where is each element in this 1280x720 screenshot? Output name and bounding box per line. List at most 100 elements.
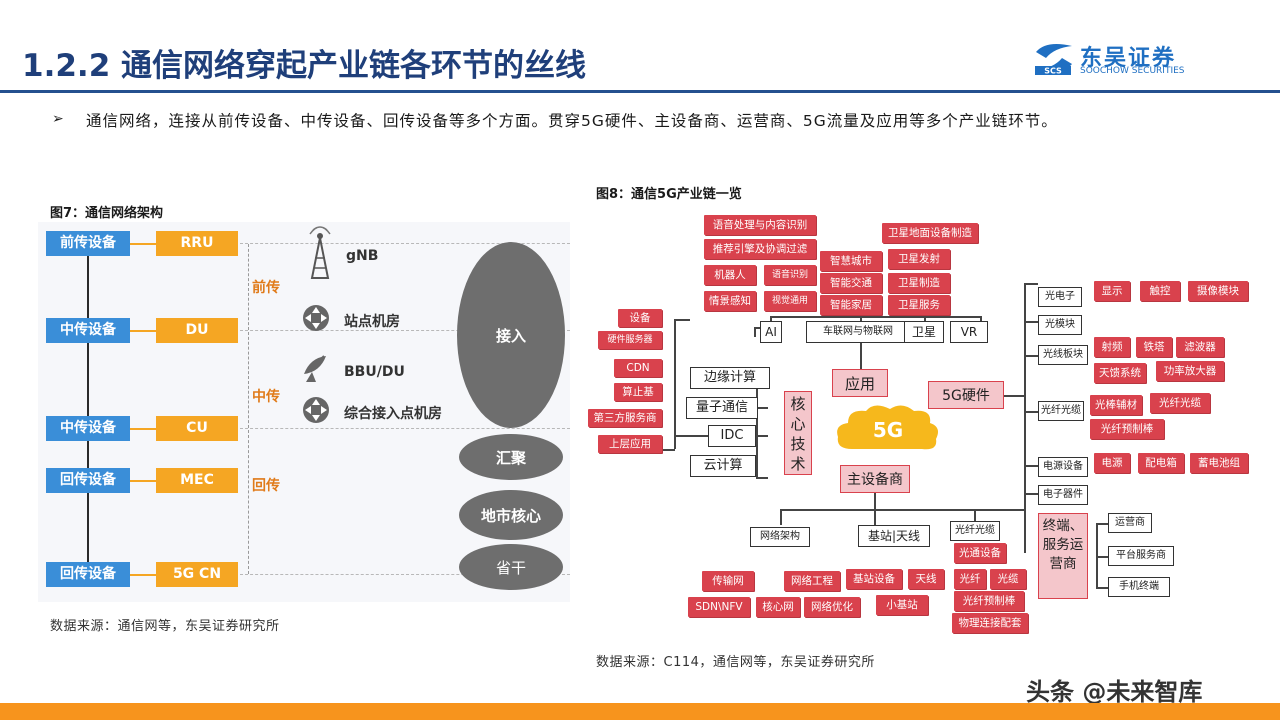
sat-manufacturing: 卫星制造 bbox=[888, 273, 950, 293]
equip-physical-connection: 物理连接配套 bbox=[952, 613, 1028, 633]
app-vr: VR bbox=[950, 321, 988, 343]
connector-line bbox=[1024, 283, 1026, 553]
device-connector bbox=[130, 243, 156, 245]
watermark: 头条 @未来智库 bbox=[1026, 678, 1203, 706]
network-layer-access: 接入 bbox=[457, 242, 565, 428]
edge-device: 设备 bbox=[618, 309, 662, 327]
connector-line bbox=[1024, 509, 1026, 523]
hw-antenna-feeder: 天馈系统 bbox=[1094, 363, 1146, 383]
figure7-source: 数据来源：通信网等，东吴证券研究所 bbox=[50, 619, 280, 634]
app-satellite: 卫星 bbox=[904, 321, 944, 343]
sat-ground-equipment: 卫星地面设备制造 bbox=[882, 223, 978, 243]
hw-preform-materials: 光棒辅材 bbox=[1090, 395, 1142, 415]
function-node: MEC bbox=[156, 468, 238, 493]
connector-line bbox=[1024, 283, 1038, 285]
device-connector bbox=[130, 428, 156, 430]
connector-line bbox=[780, 509, 1024, 511]
app-speech-recognition: 语音识别 bbox=[764, 265, 816, 285]
hw-filter: 滤波器 bbox=[1176, 337, 1224, 357]
tech-quantum-communication: 量子通信 bbox=[686, 397, 758, 419]
tech-edge-computing: 边缘计算 bbox=[690, 367, 770, 389]
connector-line bbox=[1096, 523, 1108, 525]
access-room-icon bbox=[303, 397, 329, 423]
equip-transport-network: 传输网 bbox=[702, 571, 754, 591]
antenna-tower-icon bbox=[309, 226, 331, 279]
hw-power-amplifier: 功率放大器 bbox=[1156, 361, 1224, 381]
equip-sdn-nfv: SDN\NFV bbox=[688, 597, 750, 617]
tech-idc: IDC bbox=[708, 425, 756, 447]
edge-server-hardware: 硬件服务器 bbox=[598, 331, 662, 349]
logo-subtitle: SOOCHOW SECURITIES bbox=[1080, 66, 1185, 76]
connector-line bbox=[756, 435, 768, 437]
hw-optical-board: 光线板块 bbox=[1038, 345, 1088, 365]
function-node: 5G CN bbox=[156, 562, 238, 587]
equip-network-optimization: 网络优化 bbox=[804, 597, 860, 617]
connector-line bbox=[874, 493, 876, 509]
connector-line bbox=[662, 449, 675, 451]
hw-display: 显示 bbox=[1094, 281, 1130, 301]
segment-bracket bbox=[248, 244, 249, 330]
connector-line bbox=[1096, 556, 1108, 558]
level-divider bbox=[240, 428, 570, 429]
connector-line bbox=[1002, 395, 1024, 397]
connector-line bbox=[756, 477, 768, 479]
5g-industry-chain-figure: 语音处理与内容识别 推荐引擎及协调过滤 机器人 语音识别 情景感知 视觉通用 智… bbox=[584, 203, 1256, 643]
segment-label-midhaul: 中传 bbox=[252, 389, 280, 405]
equip-base-station-antenna: 基站|天线 bbox=[858, 525, 930, 547]
sat-launch: 卫星发射 bbox=[888, 249, 950, 269]
hw-distribution-box: 配电箱 bbox=[1138, 453, 1184, 473]
5g-cloud-icon: 5G bbox=[837, 405, 938, 450]
connector-line bbox=[1024, 465, 1038, 467]
app-voice-processing: 语音处理与内容识别 bbox=[704, 215, 816, 235]
node-label-access-room: 综合接入点机房 bbox=[344, 406, 442, 422]
app-robot: 机器人 bbox=[704, 265, 756, 285]
equip-network-architecture: 网络架构 bbox=[750, 527, 810, 547]
device-node: 中传设备 bbox=[46, 416, 130, 441]
figure8-source: 数据来源：C114，通信网等，东吴证券研究所 bbox=[596, 655, 875, 670]
edge-third-party: 第三方服务商 bbox=[588, 409, 662, 427]
category-main-equipment: 主设备商 bbox=[840, 465, 910, 493]
device-connector bbox=[130, 330, 156, 332]
connector-line bbox=[754, 327, 756, 337]
hw-fiber-preform: 光纤预制棒 bbox=[1090, 419, 1164, 439]
connector-line bbox=[674, 319, 676, 449]
hw-fiber-optic: 光纤光缆 bbox=[1150, 393, 1210, 413]
equip-core-network: 核心网 bbox=[756, 597, 800, 617]
logo-badge-text: SCS bbox=[1044, 67, 1062, 76]
footer-bar bbox=[0, 703, 1280, 720]
edge-upper-application: 上层应用 bbox=[598, 435, 662, 453]
connector-line bbox=[860, 343, 862, 371]
equip-fiber-preform: 光纤预制棒 bbox=[954, 591, 1024, 611]
logo-icon: SCS bbox=[1035, 44, 1072, 76]
hw-electronic-components: 电子器件 bbox=[1038, 485, 1088, 505]
connector-line bbox=[780, 509, 782, 525]
segment-label-fronthaul: 前传 bbox=[252, 280, 280, 296]
term-platform-provider: 平台服务商 bbox=[1108, 546, 1174, 566]
category-core-technology: 核心技术 bbox=[784, 391, 812, 475]
app-iov-iot: 车联网与物联网 bbox=[806, 321, 910, 343]
network-layer-aggregation: 汇聚 bbox=[459, 434, 563, 480]
device-trunk-line bbox=[87, 240, 89, 574]
device-node: 回传设备 bbox=[46, 468, 130, 493]
sat-service: 卫星服务 bbox=[888, 295, 950, 315]
device-node: 中传设备 bbox=[46, 318, 130, 343]
company-logo: SCS 东吴证券 SOOCHOW SECURITIES bbox=[1032, 40, 1232, 80]
hw-optoelectronics: 光电子 bbox=[1038, 287, 1082, 307]
hw-fiber-cable: 光纤光缆 bbox=[1038, 401, 1084, 421]
node-label-site-room: 站点机房 bbox=[344, 314, 400, 330]
connector-line bbox=[674, 319, 690, 321]
center-label: 5G bbox=[873, 418, 903, 442]
edge-foundation: 算止基 bbox=[614, 383, 662, 401]
level-divider bbox=[240, 243, 570, 244]
connector-line bbox=[974, 509, 976, 525]
app-recommendation-engine: 推荐引擎及协调过滤 bbox=[704, 239, 816, 259]
level-divider bbox=[240, 574, 570, 575]
device-connector bbox=[130, 480, 156, 482]
device-node: 前传设备 bbox=[46, 231, 130, 256]
hw-optical-module: 光模块 bbox=[1038, 315, 1082, 335]
header-divider bbox=[0, 90, 1280, 93]
connector-line bbox=[1096, 523, 1098, 587]
connector-line bbox=[756, 407, 768, 409]
equip-small-cell: 小基站 bbox=[876, 595, 928, 615]
term-operator: 运营商 bbox=[1108, 513, 1152, 533]
